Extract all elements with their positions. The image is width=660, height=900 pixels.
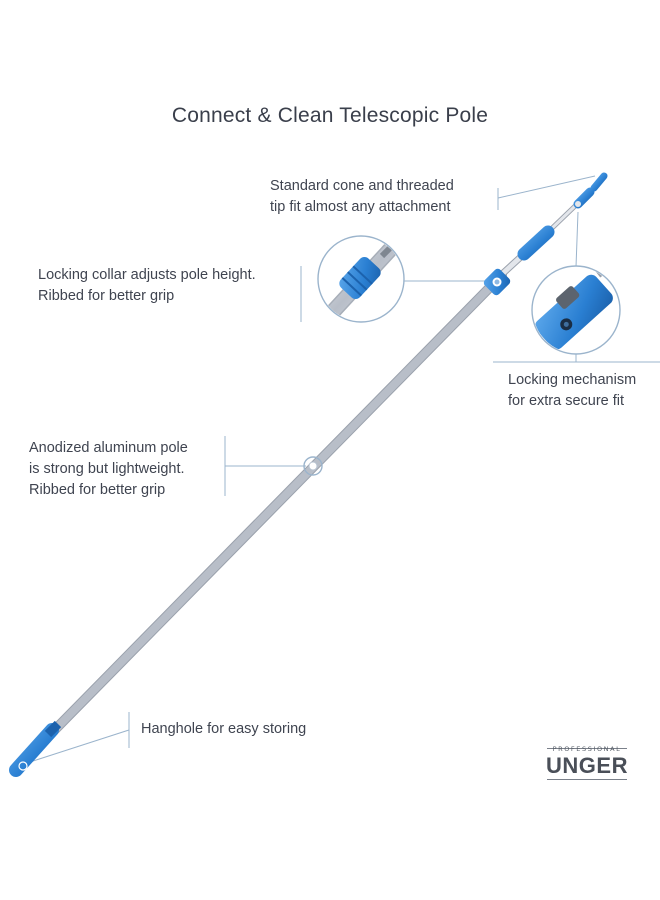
lock-zoom-icon xyxy=(531,265,621,355)
callout-hanghole: Hanghole for easy storing xyxy=(141,719,306,740)
callout-aluminum: Anodized aluminum pole is strong but lig… xyxy=(29,438,188,501)
page-title: Connect & Clean Telescopic Pole xyxy=(171,104,489,127)
callout-collar: Locking collar adjusts pole height. Ribb… xyxy=(38,265,256,307)
callout-aluminum-line-3: Ribbed for better grip xyxy=(29,482,166,498)
leader-lines xyxy=(29,175,660,763)
collar-zoom-icon xyxy=(317,235,405,323)
logo-main-text: UNGER xyxy=(546,753,628,778)
callout-collar-line-2: Ribbed for better grip xyxy=(38,288,175,304)
callout-tip-line-1: Standard cone and threaded xyxy=(270,178,454,194)
callout-lock-line-1: Locking mechanism xyxy=(508,372,637,388)
callout-hanghole-line-1: Hanghole for easy storing xyxy=(141,721,307,737)
logo-rule-bottom xyxy=(547,779,627,780)
callout-aluminum-line-1: Anodized aluminum pole xyxy=(29,440,188,456)
callout-lock: Locking mechanism for extra secure fit xyxy=(508,370,636,412)
pole-marker-icon xyxy=(303,456,323,476)
callout-collar-line-1: Locking collar adjusts pole height. xyxy=(38,267,256,283)
callout-tip: Standard cone and threaded tip fit almos… xyxy=(270,176,454,218)
logo-small-text: PROFESSIONAL xyxy=(552,745,622,753)
brand-logo: PROFESSIONAL UNGER xyxy=(543,745,631,780)
callout-tip-line-2: tip fit almost any attachment xyxy=(270,199,451,215)
callout-aluminum-line-2: is strong but lightweight. xyxy=(29,461,185,477)
pole-image xyxy=(9,172,608,777)
logo-rule-top xyxy=(547,748,627,749)
callout-lock-line-2: for extra secure fit xyxy=(508,393,625,409)
